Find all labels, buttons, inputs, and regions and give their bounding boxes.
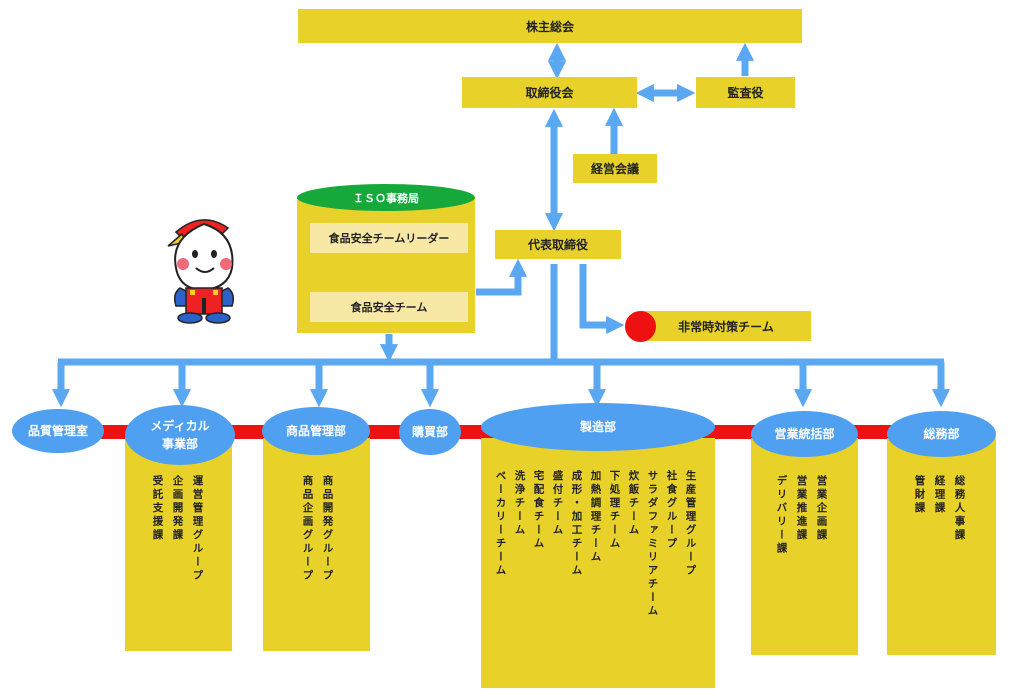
arrow-iso-representative	[476, 258, 528, 296]
food-safety-leader-box: 食品安全チームリーダー	[310, 223, 468, 253]
food-safety-team-box: 食品安全チーム	[310, 292, 468, 322]
iso-office-header: ＩＳＯ事務局	[297, 184, 475, 211]
sales-column	[751, 438, 858, 655]
arrow-representative-emergency	[579, 264, 625, 335]
emergency-red-dot	[625, 311, 656, 342]
dept-quality: 品質管理室	[12, 409, 104, 453]
dept-sales: 営業統括部	[751, 411, 858, 457]
section-mfg-11: ベーカリーチーム	[494, 470, 507, 578]
dept-manufacturing-label: 製造部	[579, 420, 616, 434]
section-mfg-2: 社食グループ	[665, 470, 678, 551]
section-medical-1: 運営管理グループ	[191, 475, 204, 583]
auditor-label: 監査役	[727, 86, 764, 100]
board-label: 取締役会	[525, 86, 574, 100]
section-mfg-4: 炊飯チーム	[627, 470, 640, 538]
manufacturing-column	[481, 438, 715, 688]
representative-box: 代表取締役	[495, 230, 621, 259]
dept-general-label: 総務部	[923, 427, 960, 441]
emergency-team-label: 非常時対策チーム	[678, 319, 774, 334]
board-box: 取締役会	[462, 77, 637, 108]
auditor-box: 監査役	[696, 77, 795, 108]
dept-merch: 商品管理部	[262, 407, 370, 455]
section-mfg-1: 生産管理グループ	[684, 470, 697, 578]
food-safety-team-label: 食品安全チーム	[350, 301, 428, 314]
section-mfg-7: 成形・加工チーム	[570, 470, 583, 578]
section-sales-3: デリバリー課	[775, 475, 788, 556]
dept-purchase: 購買部	[399, 409, 461, 455]
section-mfg-8: 盛付チーム	[551, 470, 564, 538]
section-sales-2: 営業推進課	[795, 475, 808, 543]
management-meeting-box: 経営会議	[573, 154, 657, 183]
merch-column	[263, 438, 370, 651]
dept-quality-label: 品質管理室	[27, 424, 88, 438]
section-general-1: 総務人事課	[953, 475, 966, 543]
dept-general: 総務部	[887, 411, 996, 457]
section-merch-2: 商品企画グループ	[301, 475, 314, 583]
emergency-team-box: 非常時対策チーム	[641, 311, 811, 341]
section-mfg-10: 洗浄チーム	[513, 470, 526, 538]
section-mfg-5: 下処理チーム	[608, 470, 621, 551]
representative-label: 代表取締役	[527, 238, 588, 252]
iso-office-title: ＩＳＯ事務局	[353, 191, 419, 205]
section-mfg-3: サラダファミリアチーム	[646, 470, 659, 619]
dept-manufacturing: 製造部	[481, 403, 715, 451]
section-medical-3: 受託支援課	[151, 475, 164, 543]
section-general-2: 経理課	[933, 475, 946, 516]
management-meeting-label: 経営会議	[590, 162, 639, 176]
shareholders-label: 株主総会	[525, 19, 574, 34]
dept-merch-label: 商品管理部	[285, 424, 346, 438]
section-mfg-6: 加熱調理チーム	[589, 470, 602, 565]
section-general-3: 管財課	[913, 475, 926, 516]
food-safety-leader-label: 食品安全チームリーダー	[328, 232, 450, 245]
dept-medical-label: メディカル 事業部	[150, 419, 210, 451]
section-merch-1: 商品開発グループ	[321, 475, 334, 583]
medical-column	[125, 438, 232, 651]
section-medical-2: 企画開発課	[171, 475, 184, 543]
section-sales-1: 営業企画課	[815, 475, 828, 543]
general-column	[887, 438, 996, 655]
section-mfg-9: 宅配食チーム	[532, 470, 545, 551]
shareholders-box: 株主総会	[298, 9, 802, 43]
dept-purchase-label: 購買部	[411, 425, 448, 439]
dept-sales-label: 営業統括部	[774, 427, 835, 441]
dept-medical: メディカル 事業部	[125, 405, 235, 465]
mascot-illustration	[167, 219, 235, 324]
